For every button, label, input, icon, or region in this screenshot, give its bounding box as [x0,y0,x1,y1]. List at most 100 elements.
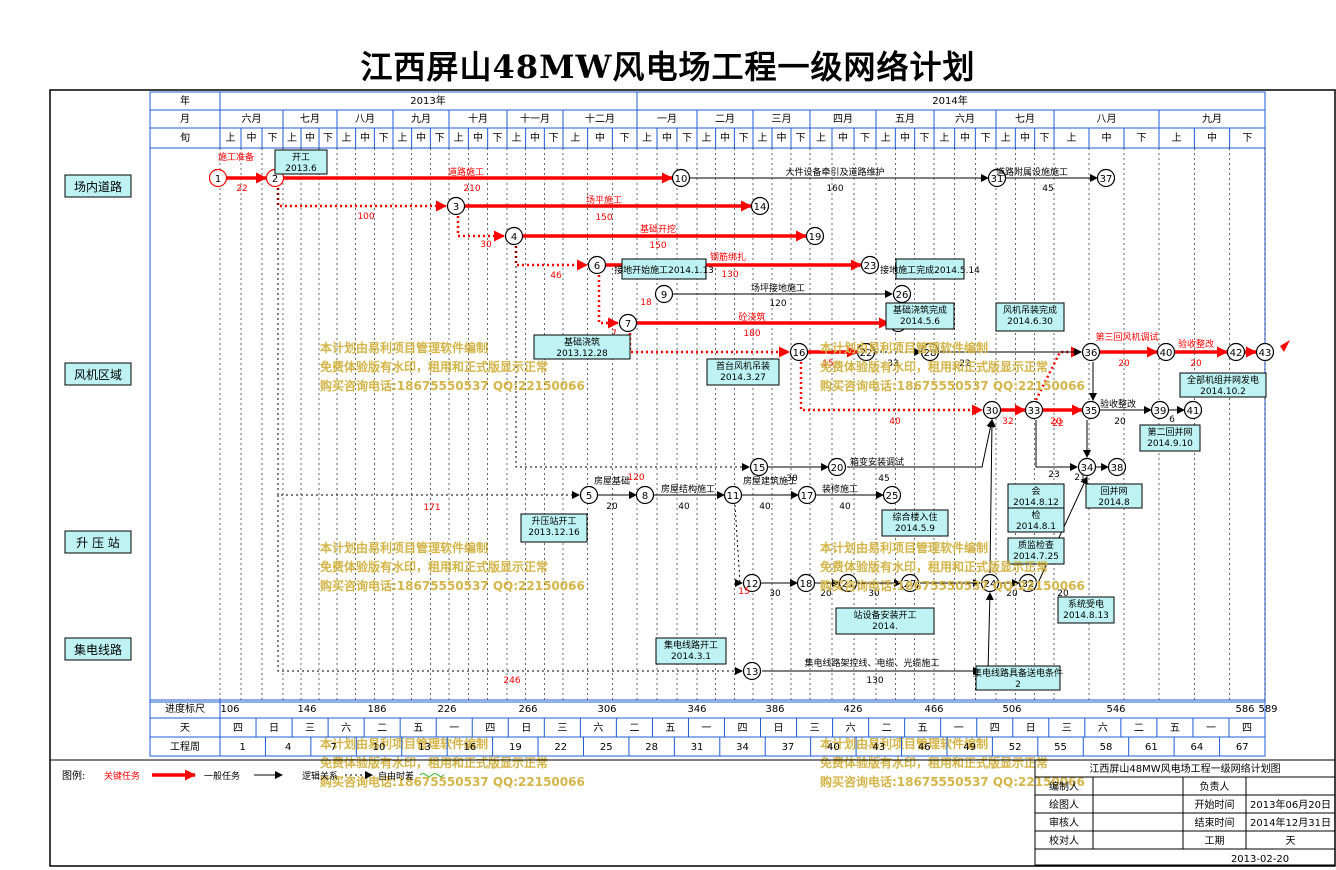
node-number: 15 [753,463,766,474]
xun-label: 上 [939,132,949,144]
milestone-callout [274,149,328,175]
week-cell: 4 [285,742,291,753]
normal-arrow [985,592,994,672]
node-number: 28 [924,348,937,359]
node-number: 36 [1085,348,1098,359]
week-cell: 34 [736,742,749,753]
xun-label: 下 [860,133,870,144]
watermark-text: 购买咨询电话:18675550537 QQ:22150066 [320,378,585,393]
week-cell: 40 [827,742,840,753]
node-number: 4 [511,232,517,243]
day-cell: 六 [593,722,603,734]
critical-logic-arrow [799,362,983,416]
watermark-text: 免费体验版有水印，租用和正式版显示正常 [320,359,548,374]
duration-label: 20 [1050,417,1062,427]
legend-label: 图例: [62,769,85,782]
scale-tick: 266 [518,704,537,715]
xun-label: 上 [570,132,580,144]
category-label: 场内道路 [74,179,122,194]
event-node [796,573,816,593]
duration-label: 30 [769,589,781,599]
year-label: 2013年 [410,94,445,107]
scale-frame [149,699,1266,757]
day-cell: 一 [449,723,459,734]
duration-label: 150 [595,213,612,223]
scale-tick: 146 [297,704,316,715]
outer-frame [49,89,1336,867]
xun-label: 下 [1039,133,1049,144]
duration-label: 20 [1118,359,1130,369]
day-label: 天 [180,723,190,734]
node-number: 35 [1085,406,1098,417]
xun-label: 中 [1207,131,1217,144]
normal-arrow [987,419,996,574]
day-cell: 日 [269,723,279,734]
day-cell: 四 [738,723,748,734]
xun-label: 上 [701,132,711,144]
node-number: 5 [586,491,592,502]
legend-item: 关键任务 [104,770,140,782]
week-cell: 46 [918,742,931,753]
node-number: 12 [746,579,759,590]
week-cell: 61 [1145,742,1158,753]
callout-text: 2014.8.1 [1016,522,1056,532]
info-title: 江西屏山48MW风电场工程一级网络计划图 [1089,762,1280,775]
xun-label: 下 [620,133,630,144]
duration-label: 7 [611,329,617,339]
xun-label: 上 [397,132,407,144]
node-number: 43 [1259,348,1272,359]
callout-text: 首台风机吊装 [716,360,770,372]
category-box [64,362,132,386]
duration-label: 46 [550,271,562,281]
week-cell: 49 [963,742,976,753]
watermark-text: 购买咨询电话:18675550537 QQ:22150066 [820,774,1085,789]
duration-label: 6 [1169,415,1175,425]
watermark-text: 免费体验版有水印，租用和正式版显示正常 [820,359,1048,374]
event-node [1081,400,1101,420]
milestone-callout [1179,372,1267,398]
normal-arrow [847,419,995,468]
event-node [838,573,858,593]
xun-label: 中 [1102,131,1112,144]
node-number: 26 [896,290,909,301]
xun-label: 中 [247,131,257,144]
week-cell: 55 [1054,742,1067,753]
month-label: 十月 [468,112,488,125]
task-label: 道路施工 [448,166,484,178]
event-node [1018,573,1038,593]
duration-label: 23 [1048,470,1059,480]
task-label: 钢筋绑扎 [710,251,746,263]
event-node [1024,400,1044,420]
event-node [635,485,655,505]
event-node [1226,342,1246,362]
week-cell: 13 [418,742,431,753]
xun-label: 下 [492,133,502,144]
xun-label: 上 [511,132,521,144]
duration-label: 15 [738,587,749,597]
xun-label: 上 [341,132,351,144]
node-number: 7 [625,319,631,330]
xun-label: 中 [305,131,315,144]
node-number: 17 [801,491,814,502]
month-label: 七月 [1015,113,1035,125]
event-node [860,255,880,275]
task-label: 箱变安装调试 [850,456,904,468]
duration-label: 120 [769,299,786,309]
day-cell: 三 [557,723,567,734]
week-cell: 28 [645,742,658,753]
event-node [742,661,762,681]
milestone-callout [533,334,631,360]
watermark-text: 购买咨询电话:18675550537 QQ:22150066 [320,578,585,593]
task-label: 道路附属设施施工 [996,166,1068,178]
xun-label: 中 [662,131,672,144]
category-label: 升 压 站 [76,536,120,550]
node-number: 13 [746,667,759,678]
node-number: 11 [727,491,740,502]
event-node [1096,168,1116,188]
duration-label: 30 [480,240,492,250]
callout-text: 2014.9.10 [1147,439,1193,449]
callout-text: 2014.8 [1098,498,1130,508]
info-date: 2013-02-20 [1231,854,1289,865]
event-node [1081,342,1101,362]
node-number: 24 [984,579,997,590]
